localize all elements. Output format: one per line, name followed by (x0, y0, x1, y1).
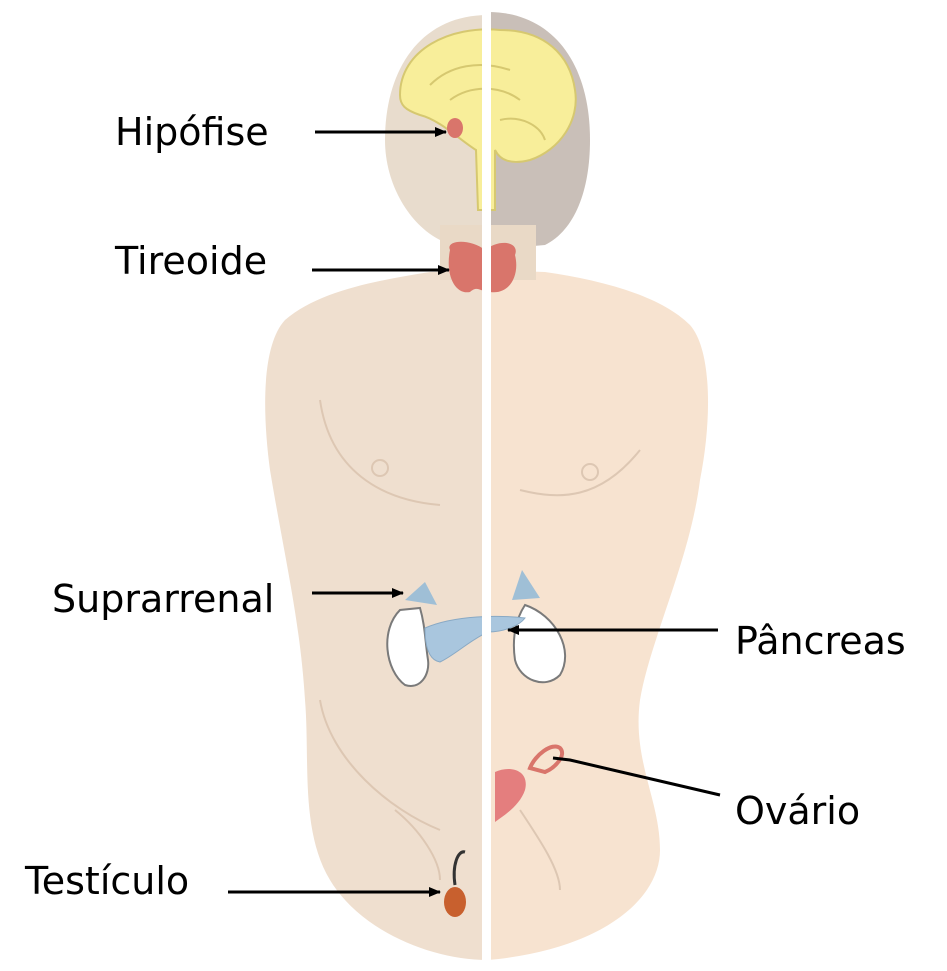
nipple-left (371, 459, 389, 477)
nipple-right (581, 463, 599, 481)
ovary-label: Ovário (735, 789, 861, 833)
pancreas-label: Pâncreas (735, 619, 906, 663)
female-body-half (488, 270, 709, 960)
adrenal-gland-right (512, 570, 540, 600)
testicle-organ (444, 887, 466, 917)
divider-line (482, 10, 491, 971)
kidney-left (386, 606, 430, 687)
pituitary-gland (447, 118, 463, 138)
ovary-line (552, 756, 721, 797)
ovary-organ (527, 744, 565, 775)
adrenal-label: Suprarrenal (52, 577, 275, 621)
thyroid-label: Tireoide (115, 239, 268, 283)
chest-lines (319, 399, 641, 891)
uterus (495, 769, 526, 822)
testicle-label: Testículo (25, 859, 190, 903)
pituitary-label: Hipófise (115, 110, 269, 154)
testicle-cord (452, 850, 466, 886)
adrenal-gland-left (405, 582, 437, 605)
male-body-half (265, 270, 488, 960)
